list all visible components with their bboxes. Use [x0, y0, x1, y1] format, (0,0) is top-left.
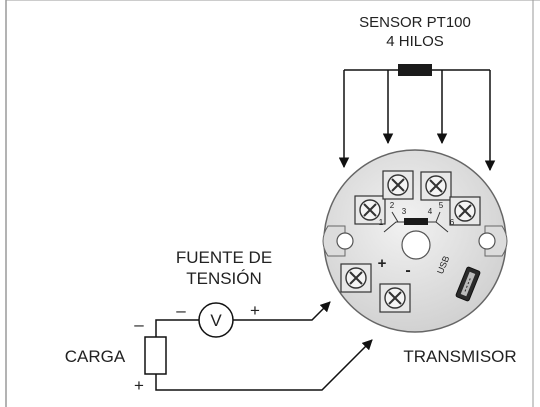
internal-resistor-icon [404, 218, 428, 225]
terminal-label-1: 1 [379, 218, 384, 227]
pt100-resistor-icon [398, 64, 432, 76]
voltmeter-symbol: V [210, 311, 222, 330]
load-resistor-icon [144, 336, 167, 375]
terminal-screw-3-icon [420, 171, 452, 201]
sensor-label-line1: SENSOR PT100 [359, 14, 471, 31]
source-plus-label: + [250, 301, 260, 320]
transmitter-plus-label: + [378, 255, 387, 272]
terminal-screw-minus-icon [379, 283, 411, 313]
load-minus-label: – [134, 315, 144, 334]
loop-wiring [155, 301, 373, 391]
terminal-screw-2-icon [382, 170, 414, 200]
terminal-label-4: 4 [428, 207, 433, 216]
terminal-screw-plus-icon [340, 263, 372, 293]
terminal-label-2: 2 [390, 201, 395, 210]
usb-port-icon [455, 266, 481, 302]
transmitter-label: TRANSMISOR [403, 347, 516, 366]
terminal-label-6: 6 [450, 218, 455, 227]
mount-hole-left [336, 232, 354, 250]
source-minus-label: – [176, 301, 186, 320]
internal-sensor-symbol [383, 211, 449, 233]
center-hole [401, 230, 431, 260]
source-label-line2: TENSIÓN [186, 269, 262, 288]
source-label-line1: FUENTE DE [176, 248, 272, 267]
sensor-wiring [338, 69, 496, 172]
sensor-label-line2: 4 HILOS [386, 33, 444, 50]
mount-hole-right [478, 232, 496, 250]
transmitter-minus-label: - [405, 262, 410, 279]
load-label: CARGA [65, 347, 126, 366]
terminal-screw-4-icon [449, 196, 481, 226]
transmitter-housing [322, 149, 508, 333]
load-plus-label: + [134, 376, 144, 395]
terminal-label-3: 3 [402, 207, 407, 216]
terminal-label-5: 5 [439, 201, 444, 210]
